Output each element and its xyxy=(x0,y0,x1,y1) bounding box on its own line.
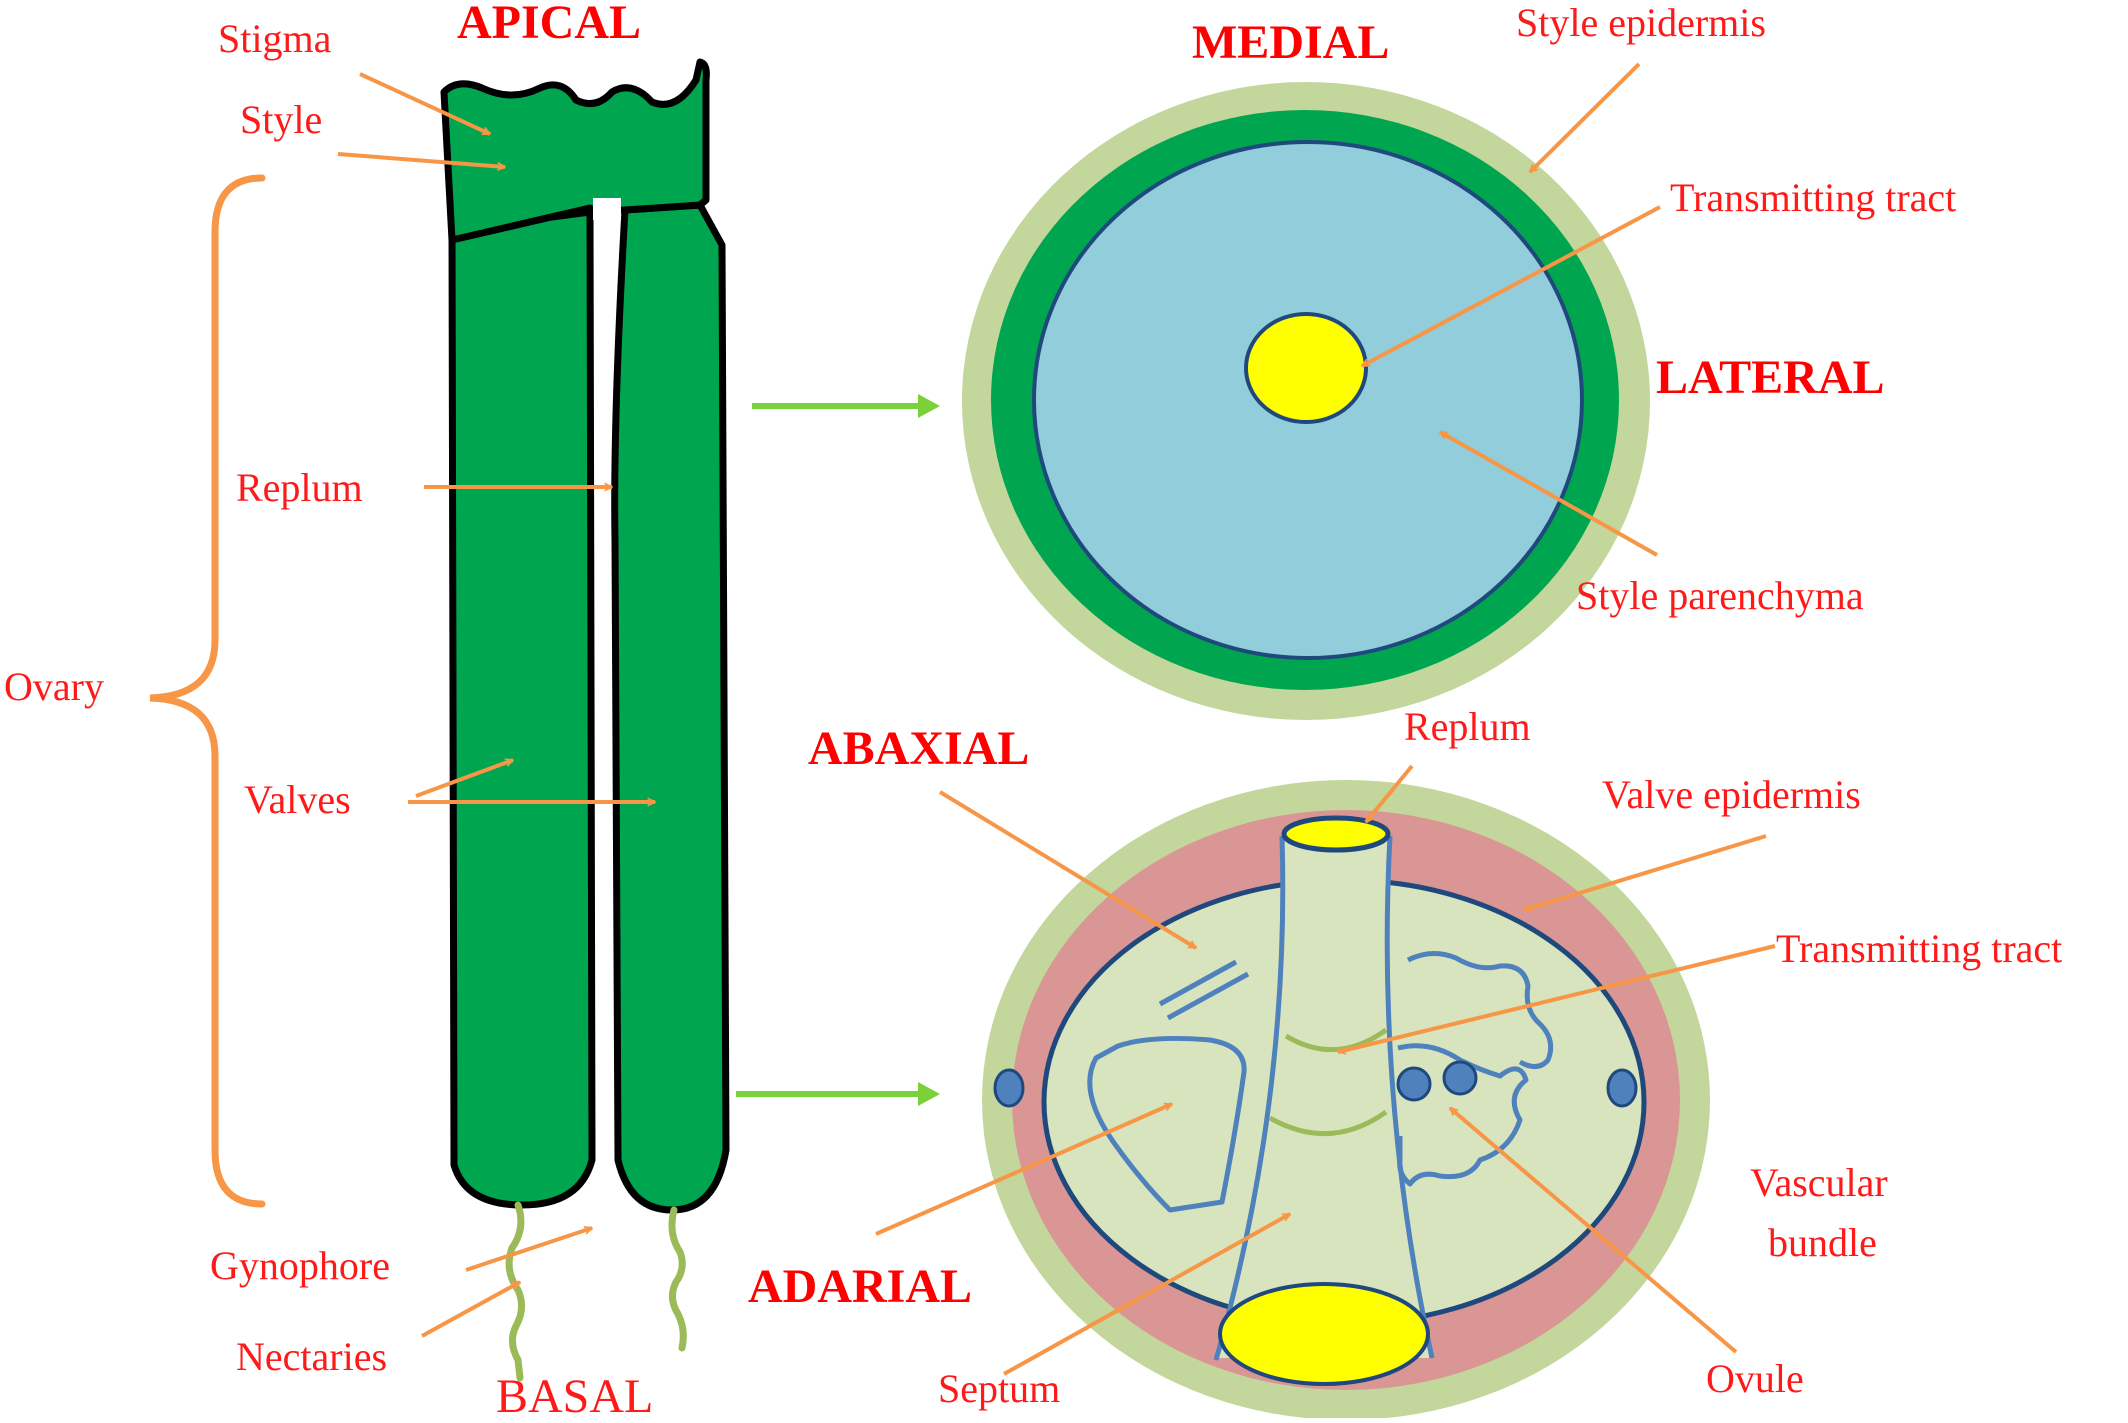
green-arrow-icon xyxy=(752,394,940,418)
style-parenchyma-label: Style parenchyma xyxy=(1576,573,1864,618)
orange-arrow-icon xyxy=(1362,205,1661,368)
vascular-bundle-left xyxy=(993,1068,1025,1108)
gynoecium-drawing xyxy=(440,58,730,1382)
vascular-bundle-label-line2: bundle xyxy=(1768,1220,1877,1265)
left-valve xyxy=(448,208,596,1209)
ovary-cross-section xyxy=(982,780,1710,1420)
vascular-bundle-right xyxy=(1606,1068,1638,1108)
abaxial-line-1 xyxy=(1158,959,1238,1007)
orange-arrow-icon xyxy=(415,758,513,798)
style-pointer-arrows xyxy=(1362,62,1661,557)
orange-arrow-icon xyxy=(1003,1212,1290,1376)
style-stigma-block xyxy=(440,58,710,244)
orange-arrow-icon xyxy=(1450,1106,1738,1354)
orange-arrow-icon xyxy=(465,1228,592,1272)
orange-arrow-icon xyxy=(1338,944,1776,1052)
valve-epidermis-label: Valve epidermis xyxy=(1602,772,1861,817)
right-gynophore xyxy=(668,1206,687,1352)
ovary-transmitting-tract-label: Transmitting tract xyxy=(1776,926,2062,971)
apical-label: APICAL xyxy=(457,0,641,49)
orange-arrow-icon xyxy=(421,1280,520,1338)
basal-label: BASAL xyxy=(496,1370,653,1418)
septum-label: Septum xyxy=(938,1366,1060,1411)
lateral-label: LATERAL xyxy=(1656,351,1885,404)
ovule-outline-upper xyxy=(1406,951,1554,1069)
orange-arrow-icon xyxy=(1524,834,1767,910)
style-cross-section xyxy=(962,82,1650,720)
valves-label: Valves xyxy=(244,777,351,822)
style-transmitting-tract-label: Transmitting tract xyxy=(1670,175,1956,220)
ovary-label: Ovary xyxy=(4,664,104,709)
abaxial-line-2 xyxy=(1166,971,1250,1021)
septum-arc-lower xyxy=(1268,1109,1388,1136)
medial-label: MEDIAL xyxy=(1192,16,1389,69)
gynophore-label: Gynophore xyxy=(210,1243,390,1288)
ovary-replum-label: Replum xyxy=(1404,704,1531,749)
ovary-basal-yellow xyxy=(1218,1282,1430,1386)
ovule-1 xyxy=(1396,1066,1432,1102)
style-transmitting-tract xyxy=(1244,312,1368,424)
style-epidermis-label: Style epidermis xyxy=(1516,0,1766,45)
stigma-label: Stigma xyxy=(218,16,332,61)
left-pointer-arrows xyxy=(337,72,655,1338)
left-gynophore xyxy=(505,1201,525,1382)
nectaries-label: Nectaries xyxy=(236,1334,387,1379)
septum-wall-left xyxy=(1213,835,1286,1361)
orange-arrow-icon xyxy=(938,790,1196,950)
right-valve xyxy=(611,201,730,1214)
ovary-pointer-arrows xyxy=(875,764,1776,1376)
green-arrows xyxy=(736,394,940,1106)
orange-arrow-icon xyxy=(1364,764,1414,822)
abaxial-label: ABAXIAL xyxy=(808,722,1029,775)
green-arrow-icon xyxy=(736,1082,940,1106)
style-label: Style xyxy=(240,97,322,142)
septum-arc-upper xyxy=(1284,1027,1388,1053)
ovule-2 xyxy=(1442,1060,1478,1096)
orange-arrow-icon xyxy=(337,152,505,167)
replum-label: Replum xyxy=(236,465,363,510)
orange-arrow-icon xyxy=(1528,62,1641,174)
replum-spot xyxy=(1281,815,1391,853)
ovule-label: Ovule xyxy=(1706,1356,1804,1401)
ovary-brace xyxy=(149,174,266,1208)
vascular-bundle-label-line1: Vascular xyxy=(1750,1160,1888,1205)
adarial-label: ADARIAL xyxy=(748,1260,972,1313)
orange-arrow-icon xyxy=(1440,430,1658,557)
septum-wall-right xyxy=(1384,835,1435,1359)
orange-arrow-icon xyxy=(359,72,490,136)
orange-arrow-icon xyxy=(875,1102,1172,1236)
septum xyxy=(1218,838,1432,1358)
